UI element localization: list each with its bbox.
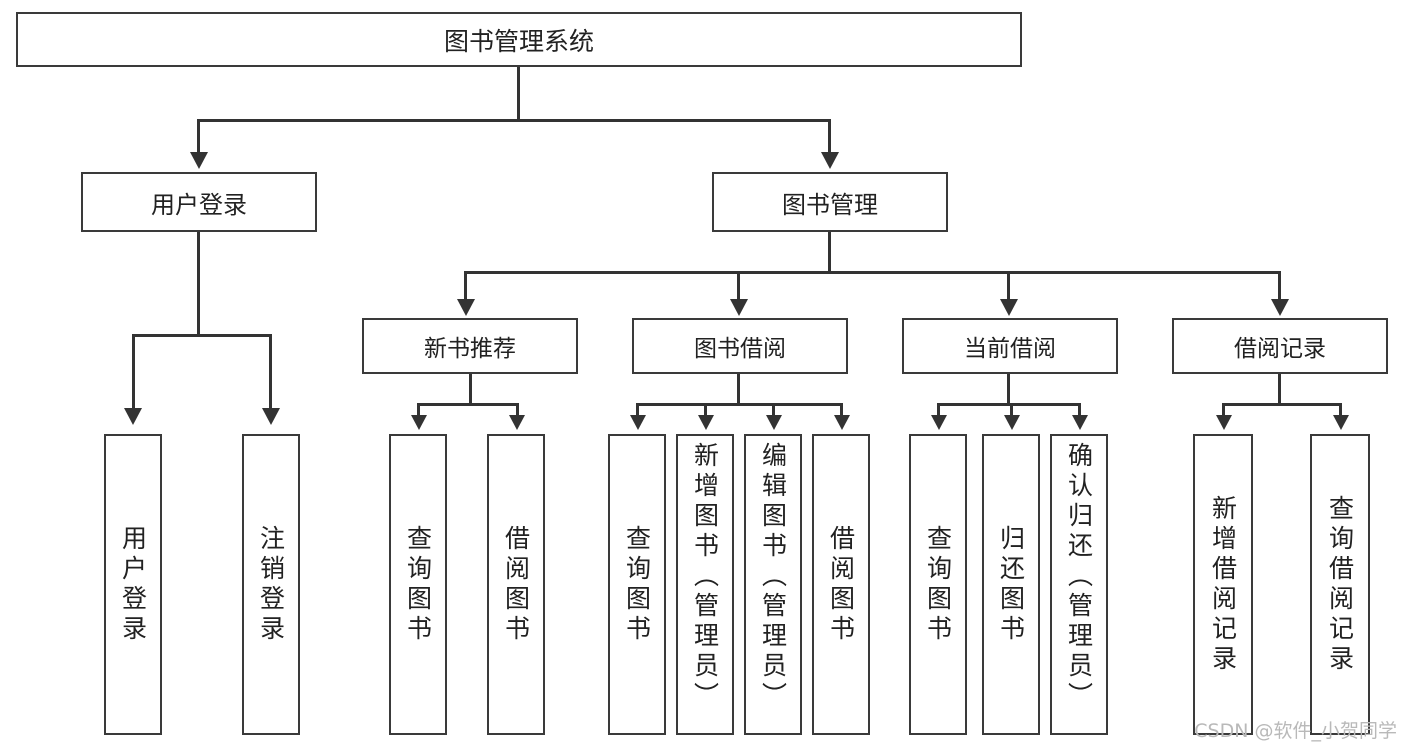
- arrow-to-leaf-borrow-book-1: [509, 415, 525, 430]
- leaf-logout[interactable]: 注销登录: [242, 434, 300, 735]
- node-new-book-recommend[interactable]: 新书推荐: [362, 318, 578, 374]
- connector-current-borrow-bar: [938, 403, 1080, 406]
- arrow-to-leaf-edit-book: [766, 415, 782, 430]
- node-label: 图书借阅: [694, 336, 786, 362]
- connector-book-borrow-b1: [636, 403, 639, 417]
- leaf-query-book-current[interactable]: 查询图书: [909, 434, 967, 735]
- node-book-borrow[interactable]: 图书借阅: [632, 318, 848, 374]
- connector-current-borrow-stem: [1007, 374, 1010, 405]
- connector-book-borrow-bar: [637, 403, 841, 406]
- connector-borrow-records-bar: [1223, 403, 1341, 406]
- leaf-label: 查询图书: [622, 524, 652, 645]
- leaf-edit-book-admin[interactable]: 编辑图书（管理员）: [744, 434, 802, 735]
- connector-new-book-rec-stem: [469, 374, 472, 405]
- connector-root-to-user-login: [197, 119, 200, 154]
- connector-to-new-book-rec: [464, 271, 467, 302]
- node-label: 图书管理系统: [443, 26, 594, 56]
- leaf-label: 查询图书: [923, 524, 953, 645]
- connector-book-manage-stem: [828, 232, 831, 273]
- connector-new-book-rec-left: [417, 403, 420, 417]
- node-label: 图书管理: [782, 190, 878, 219]
- connector-user-login-bar: [133, 334, 272, 337]
- leaf-label: 新增借阅记录: [1208, 494, 1238, 675]
- arrow-to-leaf-add-record: [1216, 415, 1232, 430]
- arrow-to-leaf-return-book: [1004, 415, 1020, 430]
- connector-book-manage-bar: [465, 271, 1281, 274]
- arrow-to-leaf-query-book-3: [931, 415, 947, 430]
- leaf-query-book-borrow[interactable]: 查询图书: [608, 434, 666, 735]
- leaf-label: 新增图书（管理员）: [690, 442, 720, 712]
- leaf-label: 借阅图书: [826, 524, 856, 645]
- connector-borrow-records-left: [1222, 403, 1225, 417]
- node-user-login[interactable]: 用户登录: [81, 172, 317, 232]
- leaf-borrow-book-rec[interactable]: 借阅图书: [487, 434, 545, 735]
- connector-root-stem: [517, 67, 520, 119]
- leaf-label: 确认归还（管理员）: [1064, 442, 1094, 712]
- node-root-library-system[interactable]: 图书管理系统: [16, 12, 1022, 67]
- arrow-to-book-borrow: [730, 299, 748, 316]
- connector-book-borrow-b4: [840, 403, 843, 417]
- node-label: 当前借阅: [964, 336, 1056, 362]
- leaf-query-borrow-record[interactable]: 查询借阅记录: [1310, 434, 1370, 735]
- connector-to-borrow-records: [1278, 271, 1281, 302]
- leaf-label: 归还图书: [996, 524, 1026, 645]
- arrow-root-to-user-login: [190, 152, 208, 169]
- connector-book-borrow-b2: [704, 403, 707, 417]
- leaf-label: 查询借阅记录: [1325, 494, 1355, 675]
- connector-user-login-stem: [197, 232, 200, 336]
- node-current-borrow[interactable]: 当前借阅: [902, 318, 1118, 374]
- connector-book-borrow-b3: [772, 403, 775, 417]
- arrow-to-new-book-rec: [457, 299, 475, 316]
- leaf-label: 注销登录: [256, 524, 286, 645]
- arrow-to-leaf-query-book-1: [411, 415, 427, 430]
- connector-root-to-book-manage: [828, 119, 831, 154]
- connector-to-current-borrow: [1007, 271, 1010, 302]
- arrow-to-current-borrow: [1000, 299, 1018, 316]
- node-borrow-records[interactable]: 借阅记录: [1172, 318, 1388, 374]
- leaf-label: 编辑图书（管理员）: [758, 442, 788, 712]
- connector-borrow-records-right: [1339, 403, 1342, 417]
- arrow-to-leaf-user-login: [124, 408, 142, 425]
- leaf-add-book-admin[interactable]: 新增图书（管理员）: [676, 434, 734, 735]
- arrow-to-borrow-records: [1271, 299, 1289, 316]
- arrow-root-to-book-manage: [821, 152, 839, 169]
- node-label: 用户登录: [151, 190, 247, 219]
- connector-borrow-records-stem: [1278, 374, 1281, 405]
- arrow-to-leaf-logout: [262, 408, 280, 425]
- connector-root-bar: [198, 119, 830, 122]
- connector-new-book-rec-bar: [418, 403, 519, 406]
- connector-to-book-borrow: [737, 271, 740, 302]
- connector-current-borrow-b2: [1010, 403, 1013, 417]
- connector-book-borrow-stem: [737, 374, 740, 405]
- connector-new-book-rec-right: [516, 403, 519, 417]
- arrow-to-leaf-query-record: [1333, 415, 1349, 430]
- leaf-label: 查询图书: [403, 524, 433, 645]
- node-label: 新书推荐: [424, 336, 516, 362]
- leaf-query-book-rec[interactable]: 查询图书: [389, 434, 447, 735]
- leaf-user-login[interactable]: 用户登录: [104, 434, 162, 735]
- connector-user-login-branch-right: [269, 334, 272, 410]
- arrow-to-leaf-query-book-2: [630, 415, 646, 430]
- leaf-label: 借阅图书: [501, 524, 531, 645]
- leaf-confirm-return-admin[interactable]: 确认归还（管理员）: [1050, 434, 1108, 735]
- leaf-return-book[interactable]: 归还图书: [982, 434, 1040, 735]
- csdn-watermark: CSDN @软件_小贺同学: [1194, 720, 1397, 742]
- arrow-to-leaf-borrow-book-2: [834, 415, 850, 430]
- connector-current-borrow-b1: [937, 403, 940, 417]
- leaf-add-borrow-record[interactable]: 新增借阅记录: [1193, 434, 1253, 735]
- node-label: 借阅记录: [1234, 336, 1326, 362]
- connector-user-login-branch-left: [132, 334, 135, 410]
- node-book-management[interactable]: 图书管理: [712, 172, 948, 232]
- leaf-borrow-book[interactable]: 借阅图书: [812, 434, 870, 735]
- arrow-to-leaf-add-book: [698, 415, 714, 430]
- arrow-to-leaf-confirm-return: [1072, 415, 1088, 430]
- leaf-label: 用户登录: [118, 524, 148, 645]
- connector-current-borrow-b3: [1078, 403, 1081, 417]
